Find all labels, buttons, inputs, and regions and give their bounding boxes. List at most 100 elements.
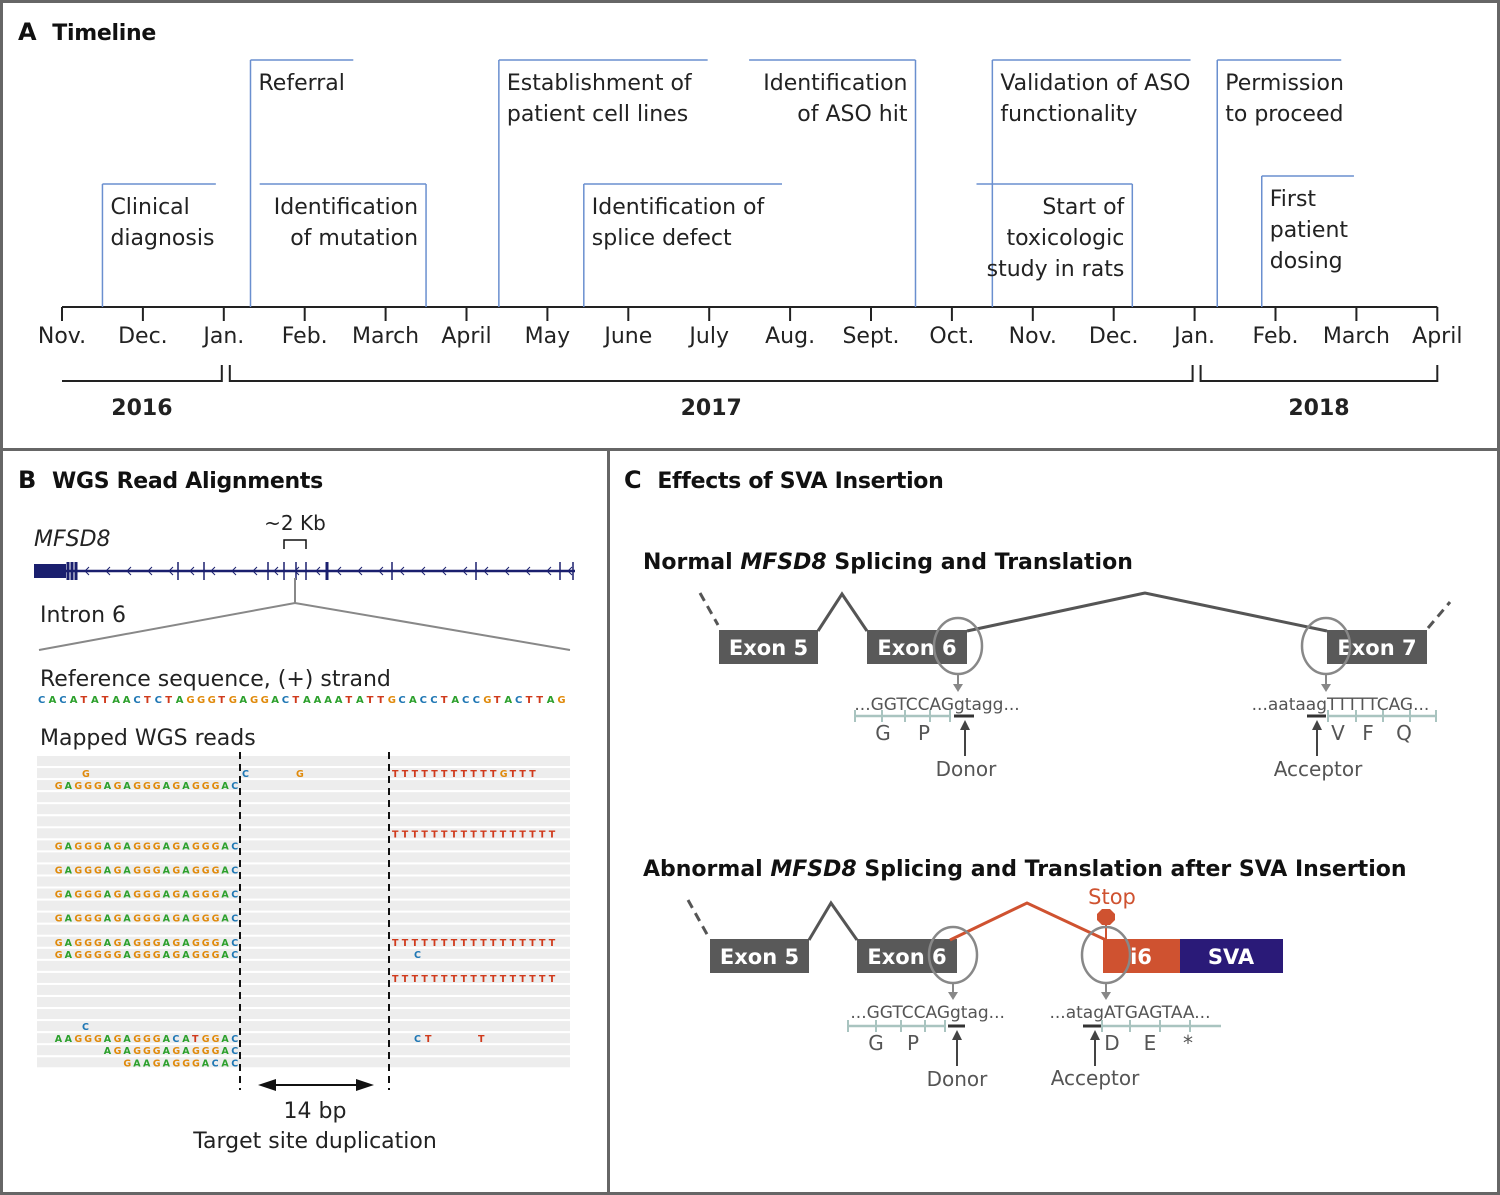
cryptic-exon-label: i6 (1130, 945, 1152, 969)
tsd-label: Target site duplication (192, 1129, 437, 1154)
reference-base: A (91, 695, 99, 706)
read-base: G (55, 950, 63, 961)
read-base: G (192, 950, 200, 961)
read-base: G (212, 950, 220, 961)
read-row (37, 816, 570, 827)
read-base: T (402, 769, 409, 780)
event-label-line: First (1270, 187, 1317, 212)
read-base: G (143, 938, 151, 949)
strand-arrow (462, 566, 468, 576)
read-base: G (153, 938, 161, 949)
event-label-line: patient (1270, 218, 1349, 243)
read-base: T (421, 974, 428, 985)
event-label-line: study in rats (987, 257, 1125, 282)
read-base: T (519, 974, 526, 985)
read-bar (37, 936, 570, 947)
read-base: G (114, 914, 122, 925)
read-base: T (470, 974, 477, 985)
read-bar (37, 997, 570, 1007)
read-base: T (441, 769, 448, 780)
read-base: T (510, 769, 517, 780)
read-base: A (65, 865, 73, 876)
normal-exon5 (719, 630, 818, 664)
read-base: A (123, 1046, 131, 1057)
normal-donor-label: Donor (936, 757, 998, 781)
read-base: G (192, 781, 200, 792)
read-row (37, 804, 570, 815)
read-base: A (104, 890, 112, 901)
read-base: T (402, 938, 409, 949)
read-base: G (133, 1034, 141, 1045)
read-base: A (104, 1046, 112, 1057)
read-base: T (500, 829, 507, 840)
read-base: T (461, 769, 468, 780)
read-base: T (461, 938, 468, 949)
read-base: T (490, 974, 497, 985)
panel-a-letter: A (18, 18, 37, 46)
read-base: C (231, 938, 238, 949)
abnormal-acceptor-aa: D (1104, 1031, 1119, 1055)
read-bar (37, 924, 570, 935)
normal-donor-aa: P (918, 721, 930, 745)
read-base: A (163, 841, 171, 852)
read-bar (37, 1057, 570, 1068)
sva-insertion (1180, 939, 1283, 973)
read-base: T (529, 769, 536, 780)
read-base: A (65, 938, 73, 949)
reference-base: G (261, 695, 269, 706)
read-mismatch: T (478, 1034, 485, 1045)
read-base: T (402, 974, 409, 985)
read-base: T (480, 974, 487, 985)
read-base: G (212, 865, 220, 876)
read-base: G (202, 1034, 210, 1045)
read-base: A (163, 950, 171, 961)
read-base: A (163, 938, 171, 949)
read-base: G (133, 1046, 141, 1057)
read-base: A (65, 950, 73, 961)
read-base: A (182, 1046, 190, 1057)
abnormal-donor-label: Donor (927, 1067, 989, 1091)
read-base: G (123, 1058, 131, 1069)
reference-base: G (186, 695, 194, 706)
month-label: Aug. (765, 324, 815, 349)
read-base: A (163, 865, 171, 876)
read-base: T (480, 938, 487, 949)
normal-donor-intronic-seq: gtagg... (954, 695, 1020, 715)
panel-divider-horizontal (0, 448, 1500, 451)
read-base: G (55, 865, 63, 876)
read-base: T (421, 829, 428, 840)
read-base: C (231, 890, 238, 901)
read-base: A (65, 841, 73, 852)
read-row (37, 876, 570, 887)
reference-base: T (218, 695, 225, 706)
month-label: Sept. (842, 324, 899, 349)
event-label-line: Validation of ASO (1000, 71, 1190, 96)
read-base: G (202, 914, 210, 925)
read-base: G (84, 950, 92, 961)
read-bar (37, 756, 570, 766)
read-base: C (231, 950, 238, 961)
read-base: G (143, 950, 151, 961)
read-base: T (441, 938, 448, 949)
read-base: T (451, 974, 458, 985)
strand-arrow (441, 566, 447, 576)
read-base: T (529, 938, 536, 949)
read-base: G (192, 1046, 200, 1057)
normal-acceptor-arrow-head (1312, 720, 1322, 730)
normal-acceptor-aa: V (1331, 721, 1345, 745)
event-label-line: Identification (763, 71, 907, 96)
read-base: G (212, 914, 220, 925)
read-row (37, 960, 570, 971)
read-base: G (114, 890, 122, 901)
reference-base: C (430, 695, 437, 706)
reference-base: C (133, 695, 140, 706)
read-base: A (182, 938, 190, 949)
normal-splicing-title: Normal MFSD8 Splicing and Translation (643, 550, 1133, 575)
read-base: G (182, 1058, 190, 1069)
read-base: T (549, 974, 556, 985)
